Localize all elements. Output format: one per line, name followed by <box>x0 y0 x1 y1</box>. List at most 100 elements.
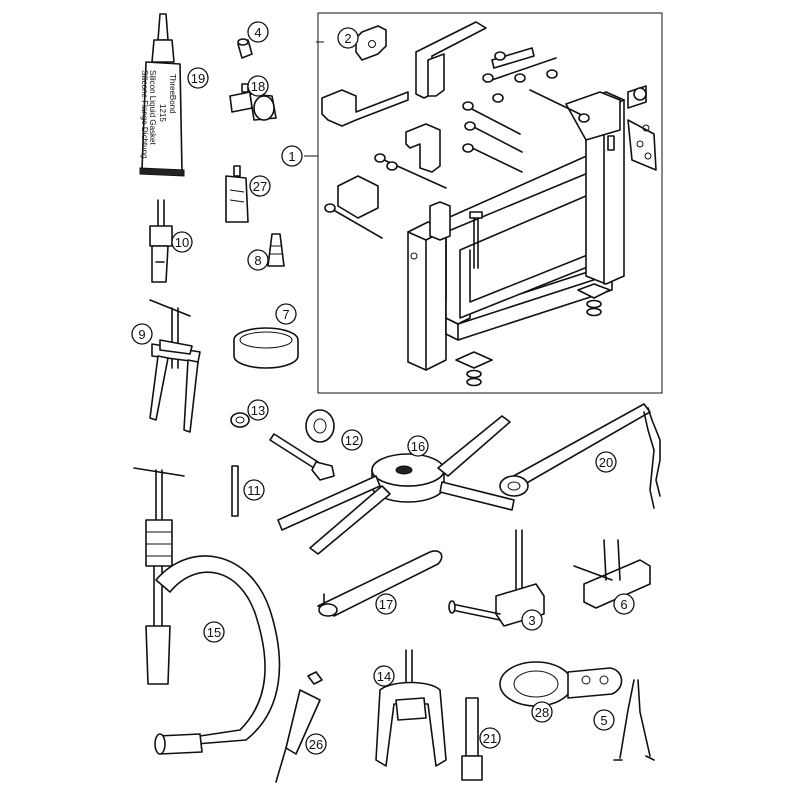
callout-circle <box>375 593 397 615</box>
item-21-pin <box>461 697 483 781</box>
callout-circle <box>247 21 269 43</box>
callout-label: 17 <box>379 597 393 612</box>
bracket-2 <box>355 25 387 61</box>
item-12-bolt <box>269 409 335 481</box>
callout-circle <box>249 175 271 197</box>
callout-circle <box>337 27 359 49</box>
item-28-plate <box>499 661 623 707</box>
item-10-puller <box>149 199 173 283</box>
callout-6: 6 <box>613 593 635 615</box>
callout-17: 17 <box>375 593 397 615</box>
item-27-bottle <box>225 165 249 223</box>
callout-label: 20 <box>599 455 613 470</box>
item-5-pliers <box>613 679 655 761</box>
callout-circle <box>407 435 429 457</box>
callout-label: 12 <box>345 433 359 448</box>
callout-7: 7 <box>275 303 297 325</box>
callout-label: 26 <box>309 737 323 752</box>
callout-12: 12 <box>341 429 363 451</box>
callout-circle <box>171 231 193 253</box>
callout-label: 27 <box>253 179 267 194</box>
callout-8: 8 <box>247 249 269 271</box>
callout-label: 16 <box>411 439 425 454</box>
callout-label: 6 <box>620 597 627 612</box>
callout-21: 21 <box>479 727 501 749</box>
callout-circle <box>131 323 153 345</box>
callout-label: 21 <box>483 731 497 746</box>
callout-circle <box>281 145 303 167</box>
callout-circle <box>247 249 269 271</box>
callout-label: 3 <box>528 613 535 628</box>
callout-label: 11 <box>247 483 261 498</box>
item-13-washer <box>230 412 250 428</box>
leader-lines <box>304 41 324 157</box>
callout-circle <box>595 451 617 473</box>
callout-label: 13 <box>251 403 265 418</box>
tube-code: 1215 <box>158 104 167 122</box>
callout-19: 19 <box>187 67 209 89</box>
callout-circle <box>613 593 635 615</box>
callout-circle <box>479 727 501 749</box>
callout-label: 4 <box>254 25 261 40</box>
callout-label: 1 <box>288 149 295 164</box>
callout-circle <box>521 609 543 631</box>
callout-label: 2 <box>344 31 351 46</box>
item-8-tip <box>267 233 285 267</box>
callout-4: 4 <box>247 21 269 43</box>
callout-circle <box>203 621 225 643</box>
mounting-brackets <box>321 21 487 219</box>
callout-circle <box>247 75 269 97</box>
item-4-insert <box>237 38 253 59</box>
callout-circle <box>243 479 265 501</box>
item-26-grease-gun <box>275 671 323 783</box>
callout-1: 1 <box>281 145 303 167</box>
callout-label: 14 <box>377 669 391 684</box>
callout-circle <box>593 709 615 731</box>
callout-5: 5 <box>593 709 615 731</box>
callout-18: 18 <box>247 75 269 97</box>
callout-13: 13 <box>247 399 269 421</box>
callout-label: 7 <box>282 307 289 322</box>
callout-circle <box>305 733 327 755</box>
callout-14: 14 <box>373 665 395 687</box>
callout-circle <box>275 303 297 325</box>
callout-label: 10 <box>175 235 189 250</box>
stand-bolts <box>324 47 590 239</box>
tube-brand: ThreeBond <box>168 74 177 114</box>
callout-15: 15 <box>203 621 225 643</box>
callout-26: 26 <box>305 733 327 755</box>
callout-label: 8 <box>254 253 261 268</box>
callout-27: 27 <box>249 175 271 197</box>
tube-line2: Silicone Flange Dichtung <box>140 70 149 159</box>
item-18-adapter <box>229 83 277 121</box>
callout-label: 19 <box>191 71 205 86</box>
callout-circle <box>187 67 209 89</box>
callout-2: 2 <box>337 27 359 49</box>
item-15-c-clamp <box>133 467 281 755</box>
callout-circle <box>247 399 269 421</box>
callout-3: 3 <box>521 609 543 631</box>
callout-circle <box>341 429 363 451</box>
engine-stand-group-box <box>317 12 663 394</box>
item-16-holding-tool <box>277 415 515 555</box>
callout-28: 28 <box>531 701 553 723</box>
item-14-puller <box>375 649 447 767</box>
item-17-pin-spanner <box>317 550 443 617</box>
item-9-puller <box>149 299 201 433</box>
sealant-tube-19: ThreeBond 1215 Silicon Liquid Gasket Sil… <box>139 13 185 177</box>
callout-11: 11 <box>243 479 265 501</box>
tube-line1: Silicon Liquid Gasket <box>148 70 157 145</box>
callout-10: 10 <box>171 231 193 253</box>
callout-20: 20 <box>595 451 617 473</box>
item-6-holder <box>573 539 651 609</box>
callout-label: 15 <box>207 625 221 640</box>
item-7-ring <box>233 327 299 369</box>
callout-circle <box>373 665 395 687</box>
callout-label: 28 <box>535 705 549 720</box>
callout-9: 9 <box>131 323 153 345</box>
item-20-chain-wrench <box>499 403 661 509</box>
callout-circle <box>531 701 553 723</box>
callout-label: 9 <box>138 327 145 342</box>
